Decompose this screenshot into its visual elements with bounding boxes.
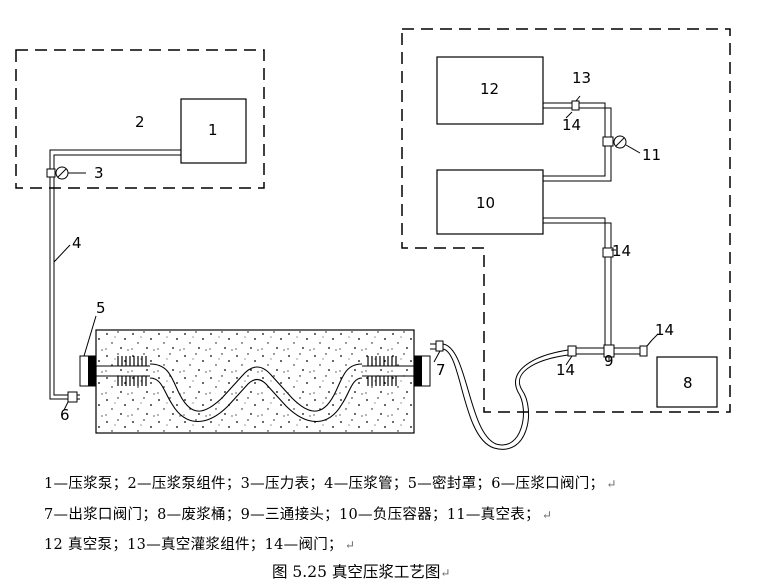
seal-cap-right [413, 355, 431, 387]
label-11: 11 [642, 146, 661, 164]
legend-text-3: 12 真空泵；13—真空灌浆组件；14—阀门； [44, 537, 343, 553]
paragraph-mark-icon: ↵ [541, 508, 553, 522]
tendon-duct [149, 363, 363, 422]
hose-valve-icon [565, 345, 577, 366]
vacuum-grouting-assembly-boundary [401, 28, 731, 413]
label-4: 4 [72, 234, 82, 252]
concrete-beam [95, 329, 415, 434]
label-13: 13 [572, 69, 591, 87]
tee-feed-line [576, 347, 604, 355]
negative-pressure-vessel-box [436, 169, 544, 235]
legend-line-3: 12 真空泵；13—真空灌浆组件；14—阀门；↵ [44, 533, 355, 554]
waste-line [614, 347, 640, 355]
grout-pump-assembly-boundary [15, 49, 265, 189]
outlet-hose [442, 343, 569, 450]
label-14-waste-valve: 14 [655, 321, 674, 339]
vacuum-pump-valve-icon [571, 95, 581, 111]
vacuum-grouting-diagram: 1 2 3 4 5 6 7 8 9 10 11 12 13 14 14 14 1… [15, 28, 731, 450]
vacuum-line-valve-icon [602, 247, 614, 258]
paragraph-mark-icon: ↵ [344, 538, 356, 552]
figure-caption: 图 5.25 真空压浆工艺图↵ [272, 560, 450, 582]
grout-pipe [49, 149, 181, 400]
label-8: 8 [683, 374, 693, 392]
label-14-vacuum-line-valve: 14 [612, 242, 631, 260]
label-7: 7 [436, 361, 446, 379]
vacuum-pump-box [436, 56, 544, 125]
label-14-vacuum-pump-valve: 14 [562, 116, 581, 134]
label-1: 1 [208, 121, 218, 139]
grout-inlet-valve-icon [63, 391, 78, 411]
paragraph-mark-icon: ↵ [606, 477, 617, 491]
outlet-valve-icon [430, 340, 444, 363]
vacuum-gauge-icon [602, 135, 641, 154]
label-14-hose-valve: 14 [556, 361, 575, 379]
label-2: 2 [135, 113, 145, 131]
label-6: 6 [60, 406, 70, 424]
grout-pump-box [180, 98, 247, 164]
figure-caption-text: 图 5.25 真空压浆工艺图 [272, 563, 441, 581]
paragraph-mark-icon: ↵ [440, 566, 451, 580]
waste-valve-icon [639, 339, 653, 357]
label-10: 10 [476, 194, 495, 212]
legend-text-1: 1—压浆泵；2—压浆泵组件；3—压力表；4—压浆管；5—密封罩；6—压浆口阀门； [44, 476, 605, 492]
leader-lines [53, 111, 659, 341]
label-12: 12 [480, 80, 499, 98]
label-5: 5 [96, 299, 106, 317]
label-9: 9 [604, 352, 614, 370]
vacuum-line-upper [543, 102, 612, 182]
pressure-gauge-icon [46, 166, 86, 180]
legend-text-2: 7—出浆口阀门；8—废浆桶；9—三通接头；10—负压容器；11—真空表； [44, 507, 540, 523]
vacuum-line-lower [543, 217, 612, 345]
anchor-strands-left [96, 356, 150, 386]
anchor-strands-right [362, 356, 414, 386]
seal-cap-left [79, 315, 97, 387]
waste-grout-bucket-box [656, 356, 718, 408]
legend-line-1: 1—压浆泵；2—压浆泵组件；3—压力表；4—压浆管；5—密封罩；6—压浆口阀门；… [44, 472, 617, 493]
label-3: 3 [94, 164, 104, 182]
legend-line-2: 7—出浆口阀门；8—废浆桶；9—三通接头；10—负压容器；11—真空表；↵ [44, 503, 552, 524]
